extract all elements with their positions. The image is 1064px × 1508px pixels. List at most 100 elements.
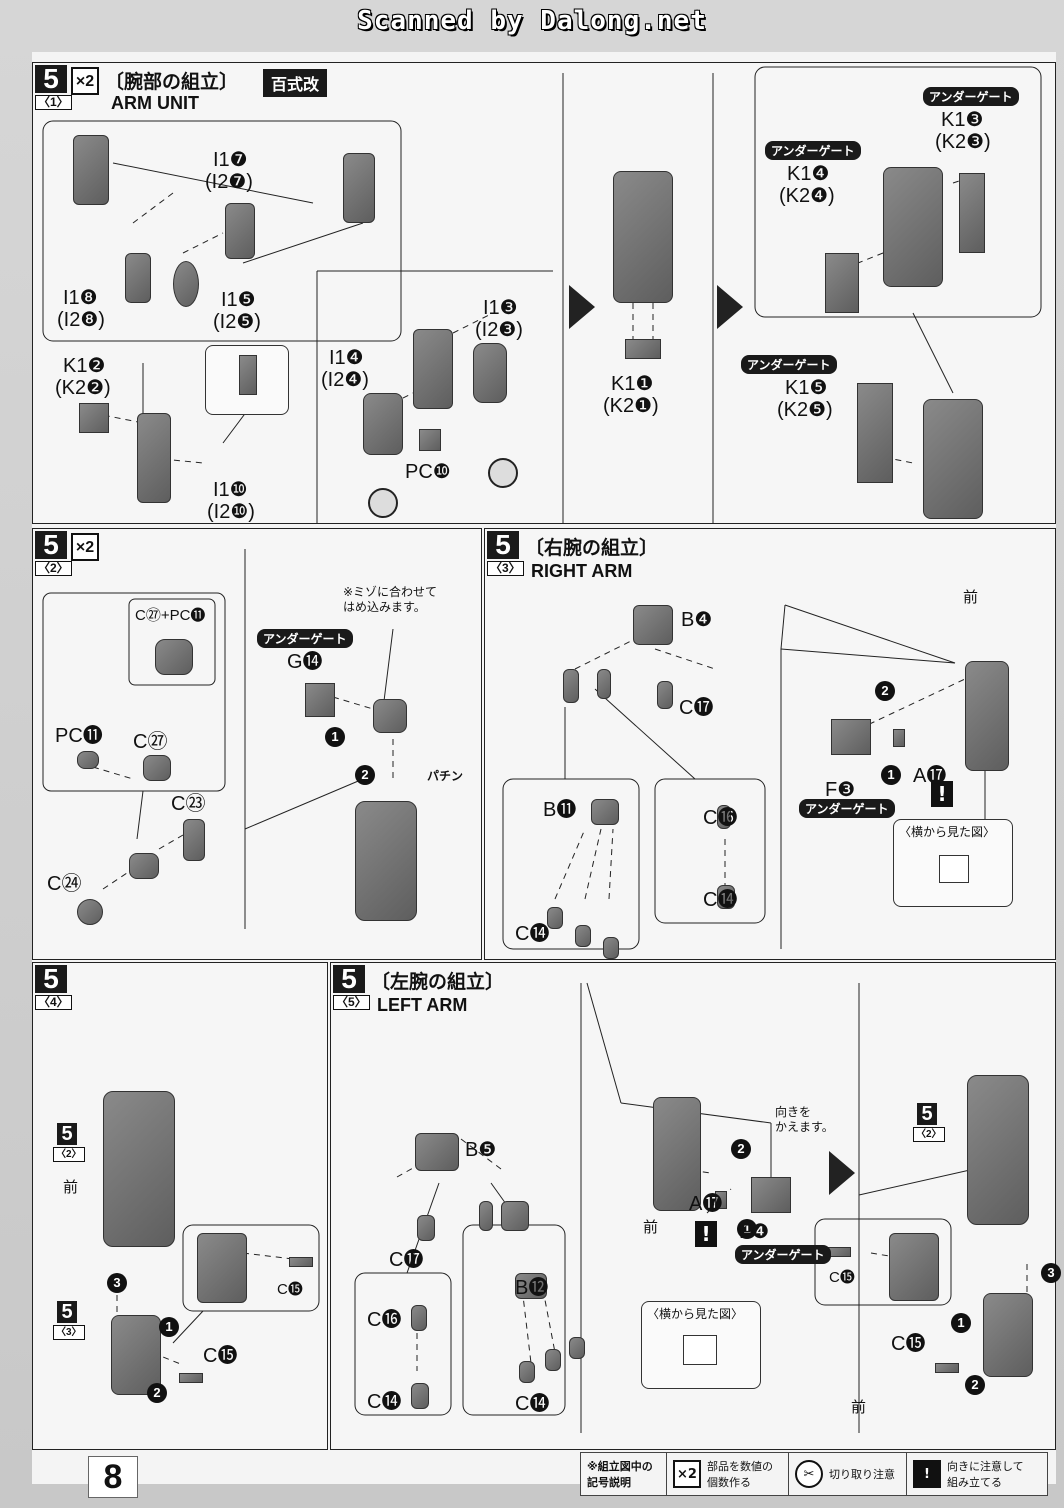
step-number: 5 xyxy=(35,965,67,993)
step-title-en: LEFT ARM xyxy=(377,995,468,1015)
part-g14 xyxy=(305,683,335,717)
snap-sound-label: パチン xyxy=(427,769,464,783)
part-a17 xyxy=(715,1191,727,1209)
side-view-part xyxy=(939,855,969,883)
order-2-icon: 2 xyxy=(731,1139,751,1159)
step-title-jp: 〔左腕の組立〕 xyxy=(371,971,505,993)
step-5-2-diagram-lines xyxy=(42,549,394,929)
part-label: C⓰ xyxy=(367,1309,402,1331)
part-label: I1❽ xyxy=(63,287,98,309)
arm-part-pc10 xyxy=(419,429,441,451)
step-5-3-panel: 5 〈3〉 〔右腕の組立〕 RIGHT ARM xyxy=(484,528,1056,960)
arm-part-i14 xyxy=(363,393,403,455)
step-5-4-panel: 5 〈4〉 5 〈2〉 前 3 5 〈3〉 C⓯ C⓯ 1 2 xyxy=(32,962,328,1450)
arm-part-i15 xyxy=(173,261,199,307)
groove-note: ※ミゾに合わせて はめ込みます。 xyxy=(343,585,438,614)
warning-icon: ! xyxy=(695,1221,717,1247)
part-label: K1❺ xyxy=(785,377,828,399)
part-c24 xyxy=(77,899,103,925)
part-label: C⓯ xyxy=(891,1333,926,1355)
part-label: B❹ xyxy=(681,609,713,631)
arm-part-k13 xyxy=(959,173,985,253)
finger-part-c14 xyxy=(569,1337,585,1359)
forearm-assembly xyxy=(103,1091,175,1247)
front-label: 前 xyxy=(963,589,979,606)
part-label: K1❸ xyxy=(941,109,984,131)
part-c15 xyxy=(289,1257,313,1267)
part-label: C⓮ xyxy=(515,923,550,945)
part-label: C⓮ xyxy=(515,1393,550,1415)
arm-part-k11 xyxy=(625,339,661,359)
warning-icon: ! xyxy=(913,1460,941,1488)
page-number: 8 xyxy=(88,1456,138,1498)
part-label: A⓱ xyxy=(913,765,947,787)
arm-part-k15 xyxy=(857,383,893,483)
step-substep: 〈1〉 xyxy=(35,95,72,110)
order-1-icon: 1 xyxy=(951,1313,971,1333)
part-label: PC⓫ xyxy=(55,725,103,747)
elbow-part xyxy=(343,153,375,223)
order-2-icon: 2 xyxy=(965,1375,985,1395)
ref-substep: 〈2〉 xyxy=(913,1127,945,1142)
warning-icon: ! xyxy=(931,781,953,807)
finger-part xyxy=(597,669,611,699)
multiply-x2-icon: ×2 xyxy=(71,533,99,561)
arm-part-assembly xyxy=(137,413,171,503)
part-label: K1❶ xyxy=(611,373,654,395)
arm-part-k14 xyxy=(825,253,859,313)
torso-b4 xyxy=(633,605,673,645)
order-2-icon: 2 xyxy=(355,765,375,785)
part-a17 xyxy=(893,729,905,747)
front-label: 前 xyxy=(851,1399,867,1416)
step-number: 5 xyxy=(35,531,67,559)
flow-arrow-icon xyxy=(829,1151,855,1195)
part-label: (K2❺) xyxy=(777,399,833,421)
arm-part-i13 xyxy=(473,343,507,403)
step-5-5-panel: 5 〈5〉 〔左腕の組立〕 LEFT ARM xyxy=(330,962,1061,1450)
ref-substep: 〈3〉 xyxy=(53,1325,85,1340)
finger-part-c14 xyxy=(547,907,563,929)
under-gate-badge: アンダーゲート xyxy=(741,355,837,374)
part-label: C㉓ xyxy=(171,793,206,815)
legend-cut-text: 切り取り注意 xyxy=(829,1468,895,1481)
multiply-x2-icon: ×2 xyxy=(673,1460,701,1488)
thumb-part-c17 xyxy=(417,1215,435,1241)
part-label: I1❹ xyxy=(329,347,364,369)
part-label: G⓮ xyxy=(287,651,323,673)
knuckle-part-b12 xyxy=(515,1273,547,1299)
legend-warning: ! 向きに注意して 組み立てる xyxy=(907,1453,1047,1495)
part-label: A⓱ xyxy=(689,1193,723,1215)
part-label: (I2❸) xyxy=(475,319,523,341)
part-label: (I2❼) xyxy=(205,171,253,193)
part-label: C⓰ xyxy=(703,807,738,829)
part-label: (I2❽) xyxy=(57,309,105,331)
cut-caution-icon: ✂ xyxy=(795,1460,823,1488)
part-label: C⓯ xyxy=(203,1345,238,1367)
under-gate-badge: アンダーゲート xyxy=(799,799,895,818)
part-label: C⓮ xyxy=(367,1391,402,1413)
under-gate-badge: アンダーゲート xyxy=(765,141,861,160)
legend-cut: ✂ 切り取り注意 xyxy=(789,1453,907,1495)
side-view-label: 〈横から見た図〉 xyxy=(899,825,996,839)
part-label: C⓱ xyxy=(679,697,714,719)
legend-multiply-text: 部品を数値の 個数作る xyxy=(707,1460,773,1489)
step-title-jp: 〔腕部の組立〕 xyxy=(105,71,239,93)
part-label: (K2❷) xyxy=(55,377,111,399)
finger-part xyxy=(479,1201,493,1231)
part-f3 xyxy=(831,719,871,755)
symbol-legend: ※組立図中の 記号説明 ×2 部品を数値の 個数作る ✂ 切り取り注意 ! 向き… xyxy=(580,1452,1048,1496)
part-c16 xyxy=(411,1305,427,1331)
part-label: (I2❿) xyxy=(207,501,255,523)
part-label: (K2❶) xyxy=(603,395,659,417)
step-substep: 〈2〉 xyxy=(35,561,72,576)
step-substep: 〈4〉 xyxy=(35,995,72,1010)
torso-b5 xyxy=(415,1133,459,1171)
part-label: (I2❹) xyxy=(321,369,369,391)
part-c14-b xyxy=(411,1383,429,1409)
part-c15-b xyxy=(935,1363,959,1373)
finger-part-c14 xyxy=(545,1349,561,1371)
part-c23 xyxy=(183,819,205,861)
flow-arrow-icon xyxy=(569,285,595,329)
part-label: C⓯ xyxy=(277,1281,303,1298)
legend-multiply: ×2 部品を数値の 個数作る xyxy=(667,1453,789,1495)
